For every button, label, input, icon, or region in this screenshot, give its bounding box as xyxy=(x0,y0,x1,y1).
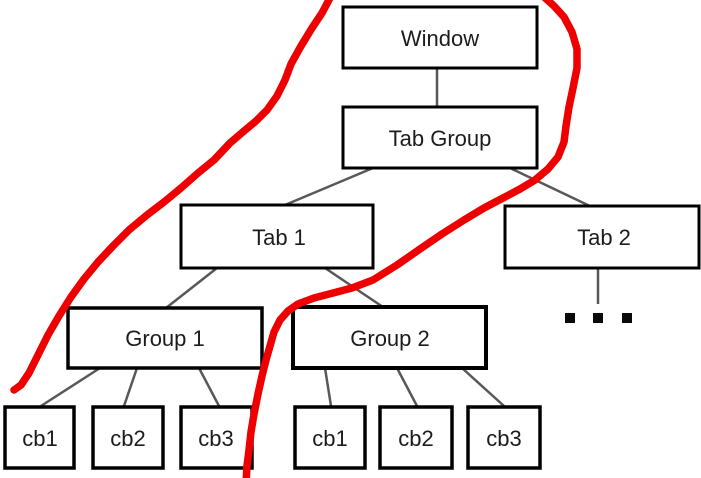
ellipsis-dot xyxy=(593,313,603,323)
node-tab-group: Tab Group xyxy=(341,105,539,170)
node-group2-cb2: cb2 xyxy=(378,405,454,470)
node-group2-cb1-box xyxy=(293,405,367,470)
tab2-children-ellipsis-icon xyxy=(565,313,632,323)
edge-group2-cb3 xyxy=(461,367,505,407)
node-group1-cb1-box xyxy=(3,405,76,470)
red-annotation-left-stroke xyxy=(10,0,334,394)
node-group2-cb1-label: cb1 xyxy=(312,426,347,451)
node-group2-cb2-box xyxy=(378,405,454,470)
edge-group2-cb2 xyxy=(395,367,419,407)
node-group2-label: Group 2 xyxy=(350,326,430,351)
node-group2-cb3-box xyxy=(466,405,542,470)
node-group1-cb1: cb1 xyxy=(3,405,76,470)
node-group2: Group 2 xyxy=(291,305,488,370)
node-group1-cb3-box xyxy=(179,405,254,470)
node-group2-cb2-label: cb2 xyxy=(398,426,433,451)
edge-tabgroup-tab1 xyxy=(284,166,374,207)
node-tab2-label: Tab 2 xyxy=(577,225,631,250)
node-window-label: Window xyxy=(401,26,479,51)
node-group2-cb3: cb3 xyxy=(466,405,542,470)
node-window-box xyxy=(341,5,539,70)
node-tab1-box xyxy=(179,203,375,270)
edge-group1-cb3 xyxy=(197,367,221,407)
node-tab-group-label: Tab Group xyxy=(389,126,492,151)
node-group1-cb2: cb2 xyxy=(91,405,165,470)
node-group1: Group 1 xyxy=(66,306,264,370)
red-annotation-right-stroke xyxy=(242,0,581,478)
node-group1-label: Group 1 xyxy=(125,326,205,351)
node-tab-group-box xyxy=(341,105,539,170)
node-tab2: Tab 2 xyxy=(503,204,701,270)
node-group2-cb3-label: cb3 xyxy=(486,426,521,451)
edge-tab1-group1 xyxy=(165,267,218,309)
edge-group1-cb1 xyxy=(40,366,101,408)
node-window: Window xyxy=(341,5,539,70)
node-tab2-box xyxy=(503,204,701,270)
node-group1-cb2-box xyxy=(91,405,165,470)
node-tab1-label: Tab 1 xyxy=(252,225,306,250)
red-annotation xyxy=(10,0,581,478)
node-group1-box xyxy=(66,306,264,370)
node-group1-cb1-label: cb1 xyxy=(22,426,57,451)
edge-tabgroup-tab2 xyxy=(509,166,593,209)
node-tab1: Tab 1 xyxy=(179,203,375,270)
ellipsis-dot xyxy=(622,313,632,323)
node-group1-cb2-label: cb2 xyxy=(110,426,145,451)
node-group1-cb3: cb3 xyxy=(179,405,254,470)
node-group1-cb3-label: cb3 xyxy=(198,426,233,451)
ellipsis-dot xyxy=(565,313,575,323)
node-group2-box xyxy=(291,305,488,370)
edge-group2-cb1 xyxy=(323,367,333,407)
edge-group1-cb2 xyxy=(122,367,139,407)
node-group2-cb1: cb1 xyxy=(293,405,367,470)
